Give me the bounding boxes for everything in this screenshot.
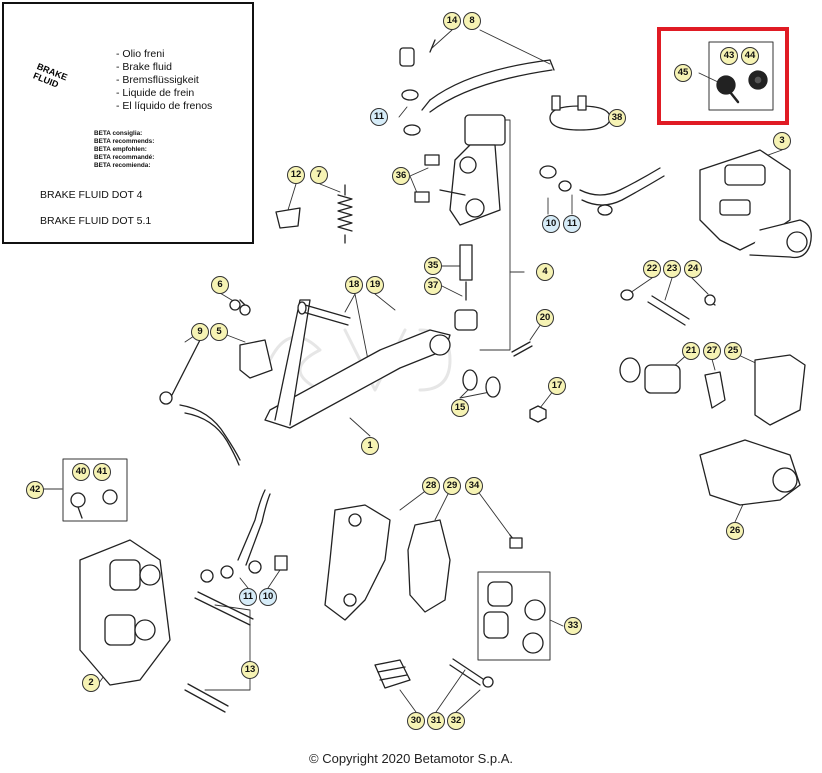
callout-18[interactable]: 18 — [345, 276, 363, 294]
callout-34[interactable]: 34 — [465, 477, 483, 495]
callout-33[interactable]: 33 — [564, 617, 582, 635]
callout-4[interactable]: 4 — [536, 263, 554, 281]
leader-lines — [41, 29, 783, 713]
callout-24[interactable]: 24 — [684, 260, 702, 278]
callout-17[interactable]: 17 — [548, 377, 566, 395]
brake-pedal — [239, 299, 451, 429]
callout-23[interactable]: 23 — [663, 260, 681, 278]
beta-note-fr: BETA recommandé: — [94, 154, 155, 161]
cotter-pin — [511, 341, 533, 357]
fluid-name-it: - Olio freni — [116, 48, 165, 60]
brake-fluid-info-box: BRAKE FLUID - Olio freni - Brake fluid -… — [2, 2, 254, 244]
highlight-frame — [657, 27, 789, 125]
beta-note-en: BETA recommends: — [94, 138, 155, 145]
callout-29[interactable]: 29 — [443, 477, 461, 495]
front-brake-pads — [407, 519, 451, 613]
callout-43[interactable]: 43 — [720, 47, 738, 65]
caliper-piston — [619, 357, 681, 394]
dot51-label: BRAKE FLUID DOT 5.1 — [40, 215, 152, 227]
pad-retaining-pin — [449, 658, 494, 688]
callout-25[interactable]: 25 — [724, 342, 742, 360]
spring — [337, 184, 353, 244]
callout-15[interactable]: 15 — [451, 399, 469, 417]
callout-20[interactable]: 20 — [536, 309, 554, 327]
caliper-pins — [620, 289, 716, 326]
callout-38[interactable]: 38 — [608, 109, 626, 127]
caliper-bolts — [184, 591, 254, 713]
callout-8[interactable]: 8 — [463, 12, 481, 30]
callout-41[interactable]: 41 — [93, 463, 111, 481]
callout-13[interactable]: 13 — [241, 661, 259, 679]
callout-37[interactable]: 37 — [424, 277, 442, 295]
callout-45[interactable]: 45 — [674, 64, 692, 82]
callout-11[interactable]: 11 — [239, 588, 257, 606]
callout-19[interactable]: 19 — [366, 276, 384, 294]
pedal-hose — [159, 339, 241, 466]
callout-6[interactable]: 6 — [211, 276, 229, 294]
bleeder-screw-group — [708, 41, 774, 111]
fluid-name-en: - Brake fluid — [116, 61, 173, 73]
can-label: BRAKE FLUID — [31, 61, 69, 90]
callout-10[interactable]: 10 — [259, 588, 277, 606]
beta-note-de: BETA empfohlen: — [94, 146, 147, 153]
callout-7[interactable]: 7 — [310, 166, 328, 184]
callout-44[interactable]: 44 — [741, 47, 759, 65]
master-cylinder — [414, 114, 506, 226]
reservoir-cap — [549, 95, 611, 131]
callout-31[interactable]: 31 — [427, 712, 445, 730]
callout-22[interactable]: 22 — [643, 260, 661, 278]
callout-42[interactable]: 42 — [26, 481, 44, 499]
fluid-name-list: - Olio freni - Brake fluid - Bremsflüssi… — [116, 48, 212, 113]
callout-36[interactable]: 36 — [392, 167, 410, 185]
callout-2[interactable]: 2 — [82, 674, 100, 692]
callout-12[interactable]: 12 — [287, 166, 305, 184]
rear-brake-pads — [704, 354, 806, 426]
callout-5[interactable]: 5 — [210, 323, 228, 341]
nut — [529, 405, 547, 423]
front-brake-hose — [200, 489, 288, 583]
spring-clip — [275, 207, 301, 229]
callout-35[interactable]: 35 — [424, 257, 442, 275]
callout-27[interactable]: 27 — [703, 342, 721, 360]
beta-note-it: BETA consiglia: — [94, 130, 143, 137]
front-caliper — [79, 539, 171, 686]
rear-caliper — [699, 149, 812, 259]
beta-note-es: BETA recomienda: — [94, 162, 151, 169]
callout-26[interactable]: 26 — [726, 522, 744, 540]
beta-note-list: BETA consiglia: BETA recommends: BETA em… — [94, 130, 154, 170]
callout-32[interactable]: 32 — [447, 712, 465, 730]
fluid-name-es: - El líquido de frenos — [116, 100, 213, 112]
dot4-label: BRAKE FLUID DOT 4 — [40, 189, 143, 201]
callout-11[interactable]: 11 — [563, 215, 581, 233]
push-rod — [454, 244, 478, 331]
pivot-bolt — [297, 301, 351, 326]
callout-11[interactable]: 11 — [370, 108, 388, 126]
callout-1[interactable]: 1 — [361, 437, 379, 455]
piston-kit-box — [477, 571, 551, 661]
callout-21[interactable]: 21 — [682, 342, 700, 360]
callout-30[interactable]: 30 — [407, 712, 425, 730]
callout-28[interactable]: 28 — [422, 477, 440, 495]
copyright-notice: © Copyright 2020 Betamotor S.p.A. — [309, 751, 513, 766]
fluid-name-fr: - Liquide de frein — [116, 87, 195, 99]
front-caliper-bracket — [324, 504, 391, 621]
caliper-hose-right — [539, 165, 665, 216]
pad-pin — [509, 534, 523, 549]
callout-40[interactable]: 40 — [72, 463, 90, 481]
pivot-bushings — [462, 369, 501, 398]
callout-9[interactable]: 9 — [191, 323, 209, 341]
bleeder-kit-box — [62, 458, 128, 522]
caliper-bracket — [699, 439, 801, 506]
upper-brake-hose — [399, 39, 555, 136]
fluid-name-de: - Bremsflüssigkeit — [116, 74, 199, 86]
callout-3[interactable]: 3 — [773, 132, 791, 150]
callout-14[interactable]: 14 — [443, 12, 461, 30]
callout-10[interactable]: 10 — [542, 215, 560, 233]
pedal-bracket — [229, 299, 273, 379]
pad-spring — [374, 659, 411, 689]
